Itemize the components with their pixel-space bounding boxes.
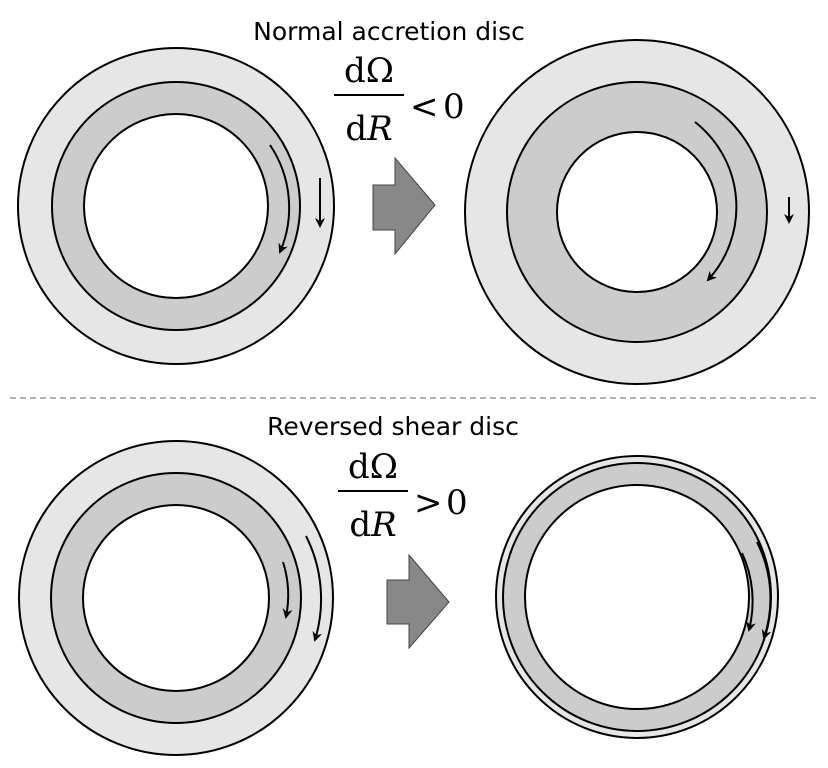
eq-rhs: 0: [446, 483, 468, 523]
disc-hole: [524, 484, 750, 710]
inner-flow-arrow: [269, 144, 291, 254]
disc-before-normal: [17, 47, 335, 365]
transition-arrow-normal: [372, 156, 436, 256]
section-title-reversed: Reversed shear disc: [267, 412, 519, 441]
outer-flow-arrow: [756, 541, 772, 640]
eq-numerator: dΩ: [344, 51, 394, 91]
transition-arrow-reversed: [386, 553, 450, 650]
eq-denominator: dR: [349, 505, 396, 545]
disc-after-normal: [464, 39, 810, 385]
equation-normal: dΩ dR < 0: [334, 51, 465, 149]
disc-after-reversed: [495, 455, 779, 739]
inner-flow-arrow: [694, 121, 738, 282]
equation-reversed: dΩ dR > 0: [338, 447, 468, 545]
section-title-normal: Normal accretion disc: [253, 17, 525, 46]
disc-before-reversed: [18, 440, 334, 756]
eq-relation: >: [414, 483, 443, 523]
disc-hole: [83, 113, 269, 299]
eq-rhs: 0: [443, 87, 465, 127]
eq-numerator: dΩ: [348, 447, 398, 487]
inner-flow-arrow: [282, 561, 293, 619]
disc-hole: [556, 131, 718, 293]
eq-denominator: dR: [345, 109, 392, 149]
outer-flow-arrow: [305, 535, 323, 642]
inner-flow-arrow: [741, 552, 756, 632]
eq-relation: <: [410, 87, 439, 127]
disc-hole: [82, 504, 270, 692]
